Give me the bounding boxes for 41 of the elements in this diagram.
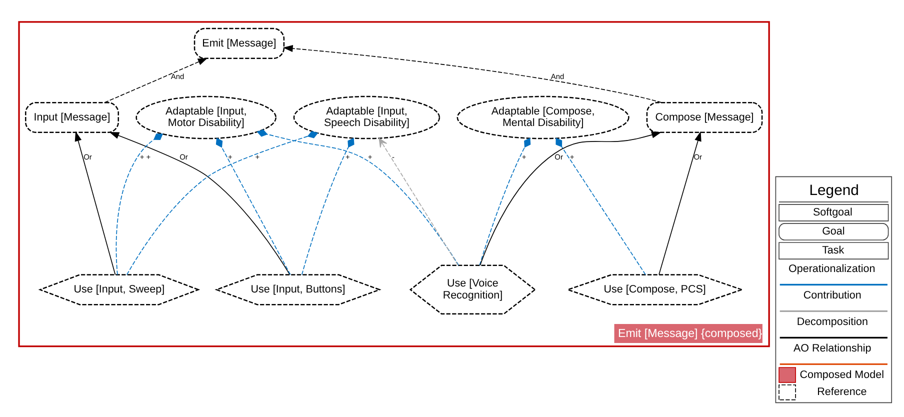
node-box: Compose [Message] <box>646 102 763 133</box>
edge-label: + <box>570 152 574 161</box>
edge-label: Or <box>554 152 563 161</box>
connector <box>479 137 531 266</box>
edge-label: Or <box>694 152 702 161</box>
edge-label: + <box>255 152 260 161</box>
edge-label: And <box>170 72 184 81</box>
edge-label: + <box>522 152 526 161</box>
edge-label: Or <box>84 152 92 161</box>
connector <box>216 137 291 275</box>
node-box: Input [Message] <box>25 102 119 133</box>
legend-label: Contribution <box>803 288 862 301</box>
legend-label: Composed Model <box>800 368 884 380</box>
edge-label: + <box>368 152 372 161</box>
legend-label: Operationalization <box>788 262 876 274</box>
legend-label: Reference <box>817 386 867 398</box>
arrow <box>480 130 662 266</box>
node-ellipse: Adaptable [Compose, Mental Disability] <box>456 95 630 139</box>
edge-label: - <box>392 152 394 161</box>
arrow <box>109 131 290 274</box>
legend-label: Decomposition <box>796 315 868 328</box>
edge-label: + <box>228 152 232 161</box>
legend-label: AO Relationship <box>794 342 872 354</box>
edge-label: Or <box>180 152 188 161</box>
edge-label: + + <box>140 152 151 161</box>
legend-label: Softgoal <box>812 206 852 218</box>
legend-label: Task <box>822 244 844 256</box>
edge-label: And <box>550 72 564 81</box>
legend-label: Goal <box>822 225 845 238</box>
arrow <box>74 130 116 275</box>
connector <box>256 128 460 266</box>
arrow <box>282 44 662 102</box>
edge-label: + <box>346 152 350 161</box>
arrow <box>104 57 208 102</box>
connector <box>116 133 164 275</box>
node-box: Emit [Message] <box>194 27 285 58</box>
arrow <box>378 137 458 266</box>
connector <box>301 137 354 275</box>
connector <box>126 130 318 275</box>
arrow <box>658 130 702 275</box>
connector <box>556 137 646 275</box>
